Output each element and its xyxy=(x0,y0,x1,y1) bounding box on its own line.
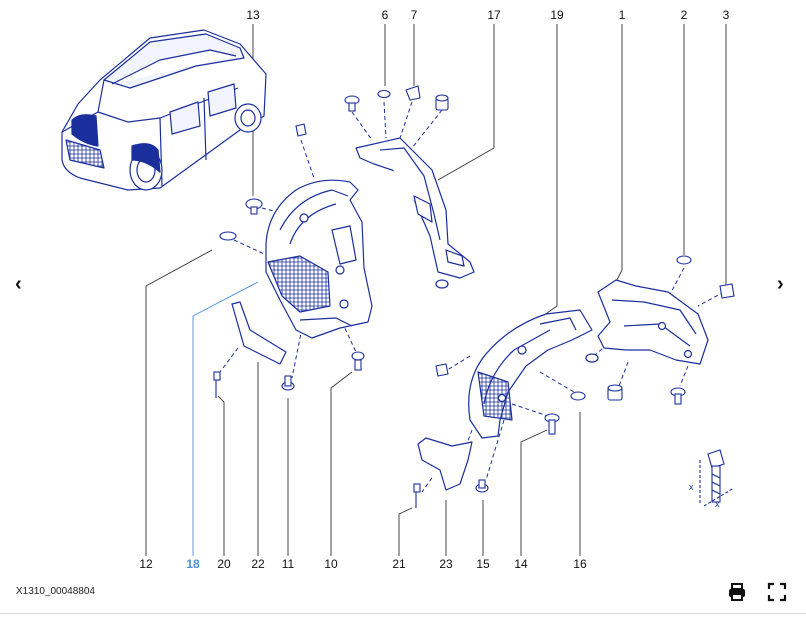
clip-12 xyxy=(219,231,237,241)
vehicle-illustration xyxy=(61,29,267,191)
part-17-panel xyxy=(355,137,475,289)
nut-1 xyxy=(607,384,623,401)
chevron-right-icon[interactable]: › xyxy=(777,273,784,295)
clip-15 xyxy=(475,479,489,493)
nut-17 xyxy=(435,94,449,111)
screw-14 xyxy=(544,413,560,435)
reference-code: X1310_00048804 xyxy=(16,586,95,597)
callout[interactable]: 21 xyxy=(392,557,406,571)
callout[interactable]: 12 xyxy=(139,557,153,571)
clip-6b xyxy=(377,89,391,99)
part-23-mudflap xyxy=(417,437,473,491)
clip-19 xyxy=(435,363,449,377)
clip-upper xyxy=(295,123,307,137)
callout[interactable]: 19 xyxy=(550,8,564,22)
callout[interactable]: 6 xyxy=(381,8,389,22)
callout[interactable]: 15 xyxy=(476,557,490,571)
callout[interactable]: 7 xyxy=(410,8,418,22)
callout[interactable]: 22 xyxy=(251,557,265,571)
part-1-bracket xyxy=(585,279,709,365)
clip-16 xyxy=(570,391,586,401)
callout[interactable]: 13 xyxy=(246,8,260,22)
printer-icon[interactable] xyxy=(725,580,749,604)
screw-10 xyxy=(351,351,365,371)
clip-2 xyxy=(676,255,692,265)
expand-icon[interactable] xyxy=(765,580,789,604)
part-22-strip xyxy=(231,301,287,365)
callout[interactable]: 10 xyxy=(324,557,338,571)
dimension-label-x1: x xyxy=(689,482,694,492)
leader-lines xyxy=(145,24,727,556)
callout[interactable]: 23 xyxy=(439,557,453,571)
callout[interactable]: 3 xyxy=(722,8,730,22)
callout-highlighted[interactable]: 18 xyxy=(186,557,200,571)
clip-13 xyxy=(245,198,263,215)
fasteners xyxy=(213,85,735,508)
callout[interactable]: 11 xyxy=(281,557,295,571)
clip-7 xyxy=(405,85,421,101)
screw-11 xyxy=(281,375,295,391)
part-18-wheel-liner xyxy=(265,179,373,339)
callout[interactable]: 14 xyxy=(514,557,528,571)
callout[interactable]: 1 xyxy=(618,8,626,22)
chevron-left-icon[interactable]: ‹ xyxy=(15,273,22,295)
divider xyxy=(0,613,806,614)
part-19-wheel-liner xyxy=(468,309,593,439)
screw-1b xyxy=(670,387,686,405)
rivet-21 xyxy=(413,483,421,508)
callout[interactable]: 17 xyxy=(487,8,501,22)
clip-3 xyxy=(719,283,735,299)
dimension-label-x2: x xyxy=(715,499,720,509)
callout[interactable]: 20 xyxy=(217,557,231,571)
callout[interactable]: 16 xyxy=(573,557,587,571)
rivet-20 xyxy=(213,371,221,398)
callout[interactable]: 2 xyxy=(680,8,688,22)
screw-6 xyxy=(344,95,360,112)
screw-dimension-detail xyxy=(699,449,735,507)
